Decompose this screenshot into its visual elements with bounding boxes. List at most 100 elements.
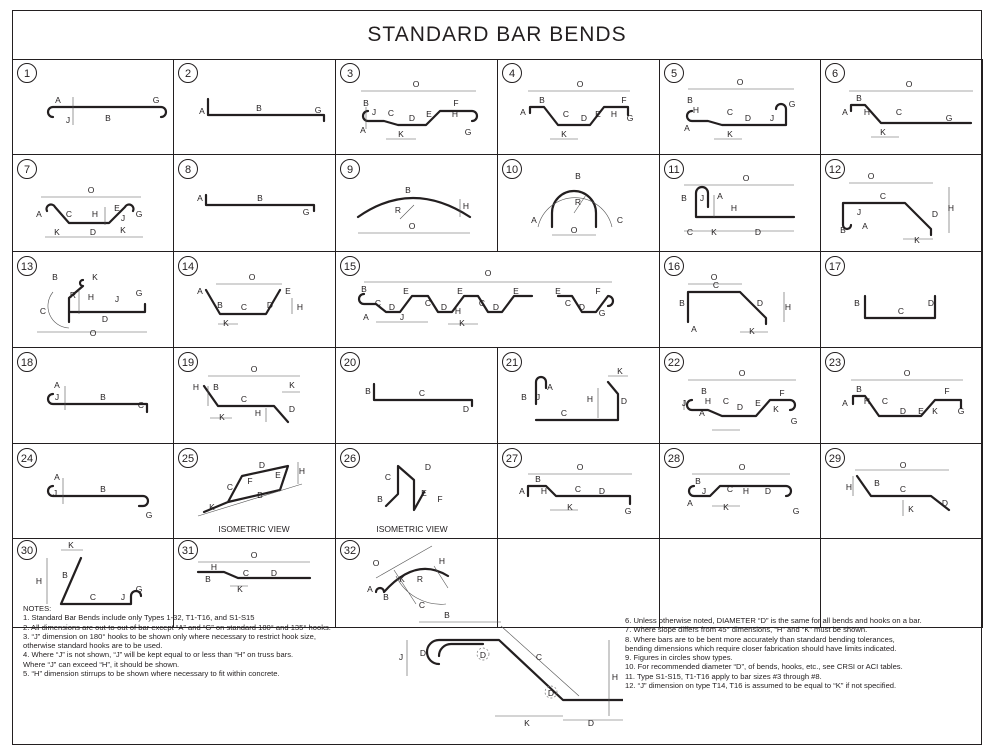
dimension-label: E: [426, 109, 432, 119]
dimension-label: G: [958, 406, 965, 416]
type-number-circle: [17, 448, 37, 468]
dimension-label: A: [842, 398, 848, 408]
dimension-label: J: [53, 488, 57, 498]
dimension-label: B: [874, 478, 880, 488]
dimension-label: B: [701, 386, 707, 396]
dimension-label: K: [92, 272, 98, 282]
dimension-label: A: [199, 106, 205, 116]
bar-shape: [204, 288, 282, 316]
dimension-label: K: [617, 366, 623, 376]
type-number: 29: [829, 453, 841, 465]
type-number: 7: [24, 164, 30, 176]
dimension-label: H: [864, 396, 870, 406]
dimension-label: J: [399, 652, 403, 662]
dimension-line: [46, 549, 83, 604]
bar-shape: [67, 278, 147, 324]
dimension-label: A: [699, 408, 705, 418]
dimension-label: B: [213, 382, 219, 392]
dimension-label: K: [524, 718, 530, 728]
dimension-label: O: [739, 368, 746, 378]
dimension-label: D: [621, 396, 627, 406]
note-line: 11. Type S1-S15, T1-T16 apply to bar siz…: [625, 671, 822, 681]
dimension-label: O: [413, 79, 420, 89]
dimension-label: H: [193, 382, 199, 392]
dimension-label: D: [90, 227, 96, 237]
type-number-circle: [178, 540, 198, 560]
dimension-label: O: [577, 462, 584, 472]
dimension-label: B: [257, 490, 263, 500]
dimension-label: J: [857, 207, 861, 217]
dimension-label: D: [259, 460, 265, 470]
type-number-circle: [825, 352, 845, 372]
dimension-label: K: [773, 404, 779, 414]
dimension-label: D: [599, 486, 605, 496]
type-number-circle: [825, 159, 845, 179]
dimension-label: G: [791, 416, 798, 426]
note-line: 8. Where bars are to be bent more accura…: [625, 634, 895, 644]
view-caption: ISOMETRIC VIEW: [376, 524, 447, 534]
type-number: 25: [182, 453, 194, 465]
dimension-label: E: [114, 203, 120, 213]
type-number: 1: [24, 68, 30, 80]
dimension-label: C: [66, 209, 72, 219]
dimension-label: O: [711, 272, 718, 282]
dimension-label: G: [599, 308, 606, 318]
sheet-title: STANDARD BAR BENDS: [13, 11, 981, 60]
dimension-label: D: [102, 314, 108, 324]
dimension-line: [364, 281, 612, 325]
dimension-label: H: [297, 302, 303, 312]
dimension-label: G: [946, 113, 953, 123]
type-number: 18: [21, 357, 33, 369]
dimension-label: B: [361, 284, 367, 294]
dimension-label: G: [146, 510, 153, 520]
type-number: 10: [506, 164, 518, 176]
type-number-circle: [340, 159, 360, 179]
dimension-label: B: [105, 113, 111, 123]
dimension-label: O: [88, 185, 95, 195]
dimension-label: A: [360, 125, 366, 135]
dimension-label: D: [493, 302, 499, 312]
dimension-label: D: [289, 404, 295, 414]
dimension-label: J: [400, 312, 404, 322]
dimension-label: D: [928, 298, 934, 308]
type-number: 9: [347, 164, 353, 176]
dimension-label: H: [211, 562, 217, 572]
note-line: otherwise standard hooks are to be used.: [23, 641, 163, 651]
type-number-circle: [340, 540, 360, 560]
type-number: 11: [668, 164, 679, 176]
dimension-label: K: [561, 129, 567, 139]
dimension-label: B: [535, 474, 541, 484]
dimension-line: [688, 283, 785, 333]
type-number-circle: [340, 448, 360, 468]
dimension-label: B: [695, 476, 701, 486]
dimension-label: J: [372, 107, 376, 117]
dimension-line: [683, 379, 796, 431]
type-number-circle: [178, 256, 198, 276]
dimension-label: A: [36, 209, 42, 219]
dimension-label: O: [571, 225, 578, 235]
bar-shape: [46, 484, 150, 508]
type-number: 30: [21, 545, 33, 557]
dimension-label: D: [737, 402, 743, 412]
dimension-label: C: [425, 298, 431, 308]
type-number: 3: [347, 68, 353, 80]
type-number-circle: [502, 63, 522, 83]
type-number: 24: [21, 453, 33, 465]
dimension-label: K: [209, 502, 215, 512]
